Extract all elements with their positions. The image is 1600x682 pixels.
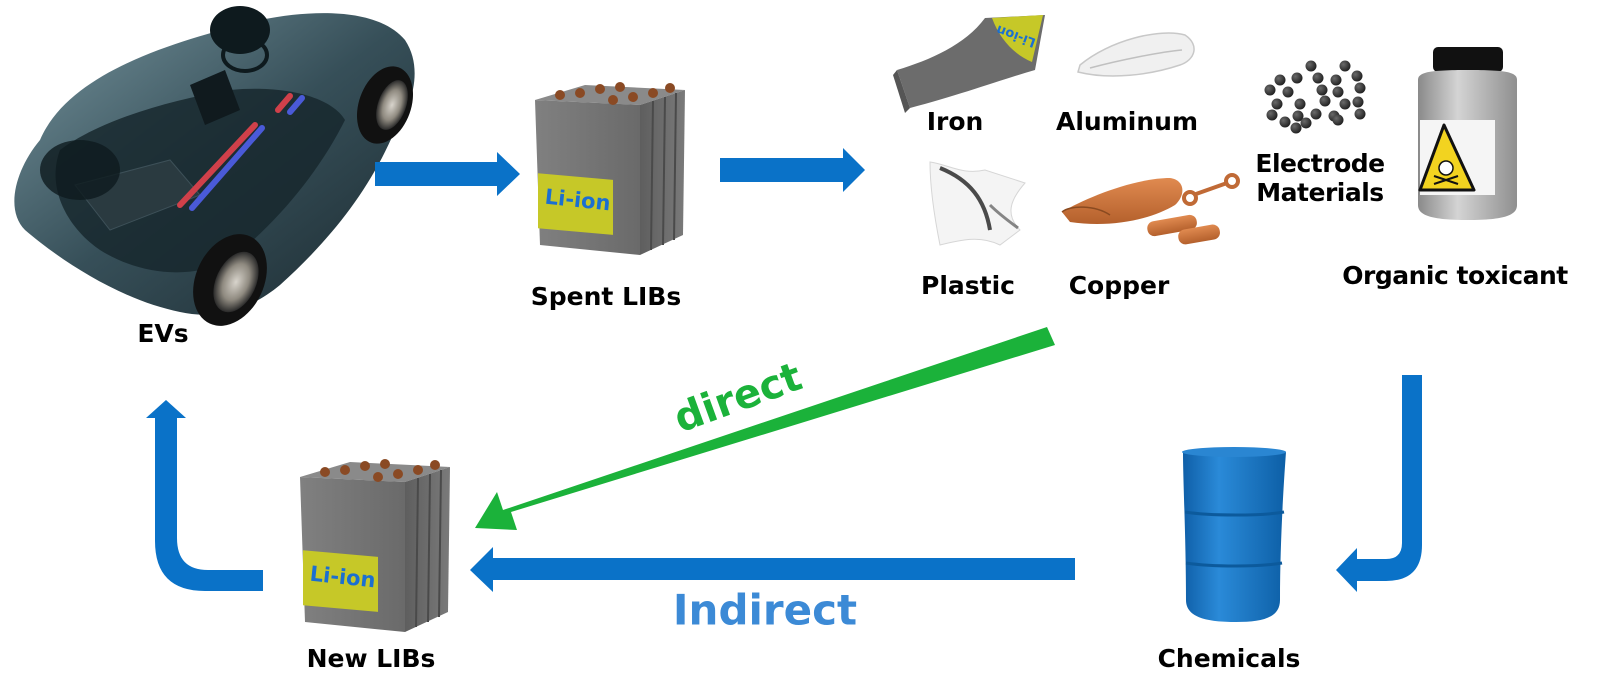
electrode-label-line2: Materials bbox=[1256, 177, 1384, 207]
electrode-label-line1: Electrode bbox=[1255, 149, 1385, 178]
copper-icon bbox=[1061, 173, 1240, 245]
spent-libs-label: Spent LIBs bbox=[530, 282, 682, 311]
new-libs-label: New LIBs bbox=[306, 644, 436, 673]
organic-toxicant-label: Organic toxicant bbox=[1342, 261, 1568, 290]
iron-icon: Li-ion bbox=[893, 15, 1045, 113]
chemicals-label: Chemicals bbox=[1157, 644, 1301, 673]
arrow-spent-libs-to-components bbox=[720, 148, 865, 192]
copper-label: Copper bbox=[1068, 271, 1170, 300]
arrow-components-to-chemicals bbox=[1336, 375, 1422, 592]
plastic-label: Plastic bbox=[921, 271, 1015, 300]
electrode-materials-label: Electrode Materials bbox=[1255, 149, 1385, 208]
electric-vehicle-illustration bbox=[14, 6, 415, 326]
arrow-indirect-chemicals-to-new-libs bbox=[470, 547, 1075, 592]
organic-toxicant-jar-icon bbox=[1418, 47, 1517, 220]
aluminum-icon bbox=[1077, 32, 1195, 77]
chemicals-barrel-icon bbox=[1182, 447, 1286, 622]
arrow-new-libs-to-evs bbox=[146, 400, 263, 591]
new-libs-battery-icon bbox=[300, 459, 450, 632]
arrow-evs-to-spent-libs bbox=[375, 152, 520, 196]
electrode-materials-icon bbox=[1264, 60, 1366, 134]
evs-label: EVs bbox=[137, 319, 189, 348]
iron-label: Iron bbox=[926, 107, 984, 136]
arrow-direct-components-to-new-libs bbox=[475, 327, 1055, 530]
plastic-icon bbox=[929, 161, 1026, 246]
spent-libs-battery-icon bbox=[535, 82, 685, 255]
indirect-flow-label: Indirect bbox=[672, 585, 858, 635]
aluminum-label: Aluminum bbox=[1056, 107, 1198, 136]
